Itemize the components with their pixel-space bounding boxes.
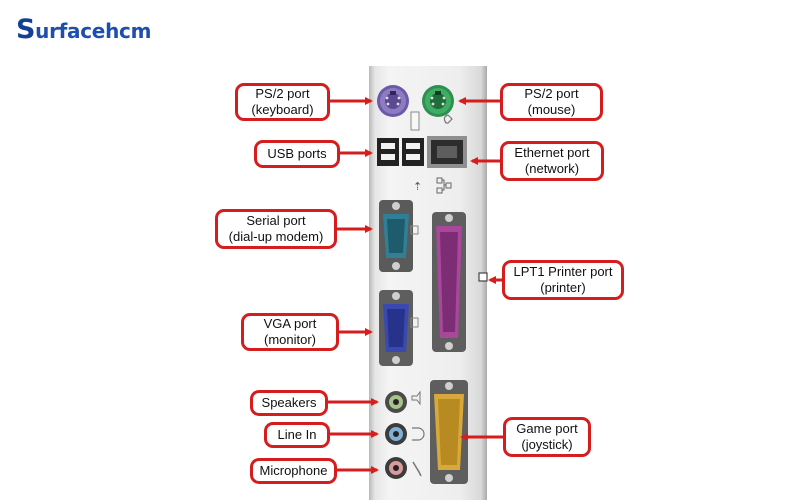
label-microphone: Microphone — [250, 458, 337, 484]
line-in-jack — [385, 423, 407, 445]
label-line-in: Line In — [264, 422, 330, 448]
monitor-icon — [410, 317, 419, 328]
label-lpt1-subtitle: (printer) — [540, 280, 586, 295]
line-in-icon — [412, 427, 425, 441]
label-game-title: Game port — [516, 421, 578, 436]
usb-connectors — [377, 138, 424, 166]
label-speakers-title: Speakers — [261, 395, 317, 410]
serial-icon — [410, 225, 419, 235]
label-vga-title: VGA port — [263, 316, 317, 331]
microphone-icon — [412, 461, 422, 477]
label-vga-subtitle: (monitor) — [263, 332, 316, 347]
usb-icon: ⇡ — [413, 180, 422, 193]
brand-initial: S — [16, 14, 36, 45]
label-ps2-mouse-title: PS/2 port — [524, 86, 579, 101]
label-serial-title: Serial port — [246, 213, 306, 228]
ps2-keyboard-connector — [377, 85, 409, 117]
speaker-icon — [411, 390, 421, 406]
label-lpt1: LPT1 Printer port (printer) — [502, 260, 624, 300]
brand-rest: urfacehcm — [35, 19, 152, 43]
label-ps2-mouse: PS/2 port (mouse) — [500, 83, 603, 121]
label-ethernet-subtitle: (network) — [524, 161, 580, 176]
label-vga: VGA port (monitor) — [241, 313, 339, 351]
ps2-mouse-connector — [422, 85, 454, 117]
label-game: Game port (joystick) — [503, 417, 591, 457]
label-ethernet-title: Ethernet port — [514, 145, 590, 160]
label-ps2-keyboard-subtitle: (keyboard) — [251, 102, 314, 117]
speakers-jack — [385, 391, 407, 413]
ethernet-connector — [427, 136, 467, 168]
label-serial-subtitle: (dial-up modem) — [228, 229, 324, 244]
label-lpt1-title: LPT1 Printer port — [513, 264, 613, 279]
label-serial: Serial port (dial-up modem) — [215, 209, 337, 249]
label-usb: USB ports — [254, 140, 340, 168]
label-speakers: Speakers — [250, 390, 328, 416]
label-game-subtitle: (joystick) — [521, 437, 573, 452]
vga-connector — [379, 290, 413, 366]
network-icon — [436, 177, 452, 194]
lpt1-connector — [432, 212, 466, 352]
label-line-in-title: Line In — [277, 427, 317, 442]
label-ps2-keyboard: PS/2 port (keyboard) — [235, 83, 330, 121]
serial-connector — [379, 200, 413, 272]
label-ps2-mouse-subtitle: (mouse) — [527, 102, 576, 117]
brand-logo: Surfacehcm — [16, 14, 151, 45]
printer-icon — [478, 272, 488, 282]
label-ethernet: Ethernet port (network) — [500, 141, 604, 181]
keyboard-icon — [410, 111, 420, 131]
mouse-icon — [443, 114, 453, 124]
label-usb-title: USB ports — [267, 146, 327, 161]
game-port-connector — [430, 380, 468, 484]
label-ps2-keyboard-title: PS/2 port — [255, 86, 310, 101]
label-microphone-title: Microphone — [259, 463, 328, 478]
microphone-jack — [385, 457, 407, 479]
